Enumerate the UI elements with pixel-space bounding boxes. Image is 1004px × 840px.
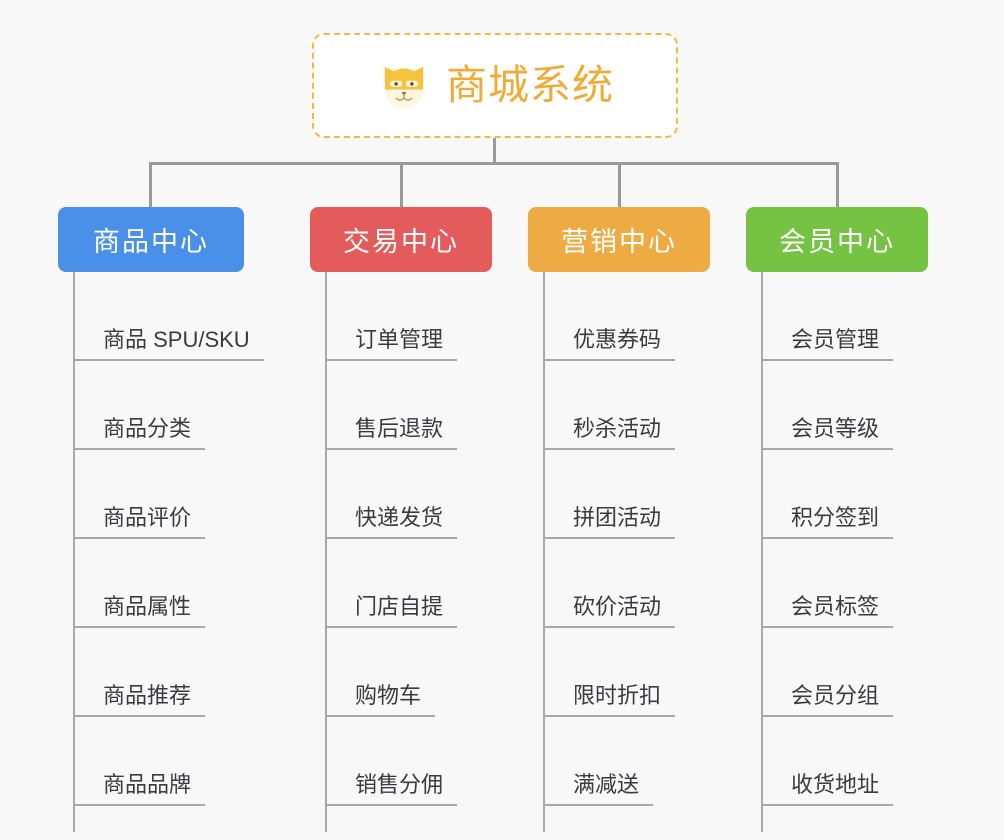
leaf-label: 快递发货 bbox=[325, 505, 458, 539]
leaf-list-3: 优惠券码 秒杀活动 拼团活动 砍价活动 限时折扣 满减送 bbox=[528, 272, 710, 832]
leaf-label: 拼团活动 bbox=[543, 505, 676, 539]
shiba-dog-face-icon bbox=[384, 66, 424, 109]
category-column-1: 商品中心 商品 SPU/SKU 商品分类 商品评价 商品属性 商品推荐 商品品牌 bbox=[58, 207, 264, 832]
leaf-item[interactable]: 售后退款 bbox=[310, 361, 492, 450]
leaf-label: 满减送 bbox=[543, 772, 654, 806]
category-label-4: 会员中心 bbox=[779, 227, 895, 257]
category-column-2: 交易中心 订单管理 售后退款 快递发货 门店自提 购物车 销售分佣 bbox=[310, 207, 492, 832]
category-label-3: 营销中心 bbox=[561, 227, 677, 257]
leaf-item[interactable]: 门店自提 bbox=[310, 539, 492, 628]
leaf-item[interactable]: 收货地址 bbox=[746, 717, 928, 806]
leaf-label: 秒杀活动 bbox=[543, 416, 676, 450]
leaf-list-2: 订单管理 售后退款 快递发货 门店自提 购物车 销售分佣 bbox=[310, 272, 492, 832]
leaf-item[interactable]: 快递发货 bbox=[310, 450, 492, 539]
category-header-1[interactable]: 商品中心 bbox=[58, 207, 244, 272]
leaf-spine-2 bbox=[325, 272, 327, 832]
leaf-item[interactable]: 商品推荐 bbox=[58, 628, 244, 717]
leaf-label: 商品属性 bbox=[73, 594, 206, 628]
leaf-item[interactable]: 积分签到 bbox=[746, 450, 928, 539]
leaf-label: 商品评价 bbox=[73, 505, 206, 539]
leaf-label: 门店自提 bbox=[325, 594, 458, 628]
leaf-label: 会员管理 bbox=[761, 327, 894, 361]
leaf-label: 限时折扣 bbox=[543, 683, 676, 717]
root-node-shop-system[interactable]: 商城系统 bbox=[312, 33, 678, 138]
leaf-item[interactable]: 销售分佣 bbox=[310, 717, 492, 806]
leaf-label: 积分签到 bbox=[761, 505, 894, 539]
category-column-4: 会员中心 会员管理 会员等级 积分签到 会员标签 会员分组 收货地址 bbox=[746, 207, 928, 832]
leaf-label: 砍价活动 bbox=[543, 594, 676, 628]
leaf-label: 会员分组 bbox=[761, 683, 894, 717]
leaf-spine-3 bbox=[543, 272, 545, 832]
leaf-label: 售后退款 bbox=[325, 416, 458, 450]
leaf-item[interactable]: 商品 SPU/SKU bbox=[58, 272, 264, 361]
connector-root-stem bbox=[493, 138, 496, 164]
category-header-2[interactable]: 交易中心 bbox=[310, 207, 492, 272]
leaf-item[interactable]: 限时折扣 bbox=[528, 628, 710, 717]
leaf-label: 会员标签 bbox=[761, 594, 894, 628]
category-header-4[interactable]: 会员中心 bbox=[746, 207, 928, 272]
connector-horizontal-bus bbox=[150, 162, 838, 165]
leaf-item[interactable]: 商品品牌 bbox=[58, 717, 244, 806]
leaf-label: 商品 SPU/SKU bbox=[73, 327, 264, 361]
leaf-item[interactable]: 会员分组 bbox=[746, 628, 928, 717]
connector-drop-4 bbox=[836, 162, 839, 208]
connector-drop-2 bbox=[400, 162, 403, 208]
leaf-spine-1 bbox=[73, 272, 75, 832]
connector-drop-1 bbox=[149, 162, 152, 208]
leaf-list-1: 商品 SPU/SKU 商品分类 商品评价 商品属性 商品推荐 商品品牌 bbox=[58, 272, 264, 832]
leaf-label: 销售分佣 bbox=[325, 772, 458, 806]
leaf-item[interactable]: 购物车 bbox=[310, 628, 492, 717]
leaf-item[interactable]: 会员标签 bbox=[746, 539, 928, 628]
leaf-label: 优惠券码 bbox=[543, 327, 676, 361]
leaf-item[interactable]: 秒杀活动 bbox=[528, 361, 710, 450]
leaf-label: 商品推荐 bbox=[73, 683, 206, 717]
leaf-label: 商品分类 bbox=[73, 416, 206, 450]
category-header-3[interactable]: 营销中心 bbox=[528, 207, 710, 272]
leaf-label: 收货地址 bbox=[761, 772, 894, 806]
leaf-item[interactable]: 优惠券码 bbox=[528, 272, 710, 361]
leaf-label: 购物车 bbox=[325, 683, 436, 717]
leaf-label: 会员等级 bbox=[761, 416, 894, 450]
leaf-item[interactable]: 商品评价 bbox=[58, 450, 244, 539]
leaf-item[interactable]: 拼团活动 bbox=[528, 450, 710, 539]
leaf-item[interactable]: 砍价活动 bbox=[528, 539, 710, 628]
leaf-item[interactable]: 满减送 bbox=[528, 717, 710, 806]
leaf-list-4: 会员管理 会员等级 积分签到 会员标签 会员分组 收货地址 bbox=[746, 272, 928, 832]
leaf-item[interactable]: 商品属性 bbox=[58, 539, 244, 628]
category-label-1: 商品中心 bbox=[93, 227, 209, 257]
root-node-title: 商城系统 bbox=[446, 62, 614, 108]
leaf-item[interactable]: 会员等级 bbox=[746, 361, 928, 450]
leaf-spine-4 bbox=[761, 272, 763, 832]
leaf-label: 商品品牌 bbox=[73, 772, 206, 806]
leaf-item[interactable]: 会员管理 bbox=[746, 272, 928, 361]
category-label-2: 交易中心 bbox=[343, 227, 459, 257]
leaf-label: 订单管理 bbox=[325, 327, 458, 361]
leaf-item[interactable]: 订单管理 bbox=[310, 272, 492, 361]
connector-drop-3 bbox=[618, 162, 621, 208]
category-column-3: 营销中心 优惠券码 秒杀活动 拼团活动 砍价活动 限时折扣 满减送 bbox=[528, 207, 710, 832]
leaf-item[interactable]: 商品分类 bbox=[58, 361, 244, 450]
